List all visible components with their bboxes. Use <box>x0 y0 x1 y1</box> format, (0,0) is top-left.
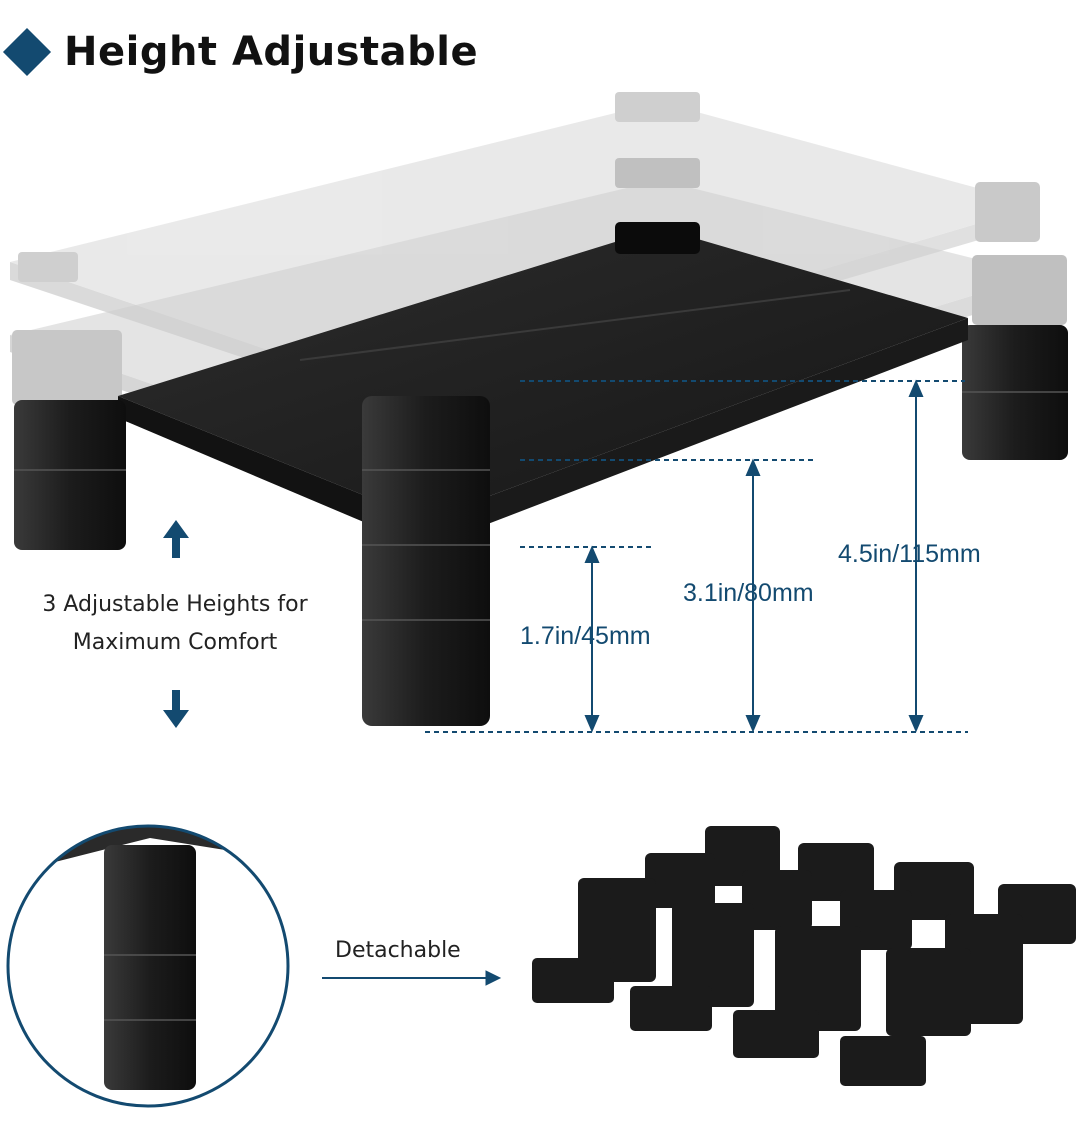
stand-solid <box>14 222 1068 726</box>
leg-closeup-circle <box>6 824 290 1108</box>
height-label-high: 4.5in/115mm <box>838 540 981 568</box>
dimension-lines <box>425 379 968 733</box>
heading-title: Height Adjustable <box>64 29 479 75</box>
height-label-low: 1.7in/45mm <box>520 622 651 650</box>
right-arrow-icon <box>322 970 502 986</box>
detachable-label: Detachable <box>335 938 461 963</box>
height-label-mid: 3.1in/80mm <box>683 579 814 607</box>
heading: Height Adjustable <box>0 22 478 82</box>
feature-caption: 3 Adjustable Heights for Maximum Comfort <box>20 586 330 662</box>
up-arrow-icon <box>163 520 189 558</box>
feature-line-1: 3 Adjustable Heights for <box>42 592 308 617</box>
leg-pieces-grid <box>532 826 1076 1086</box>
down-arrow-icon <box>163 690 189 728</box>
feature-line-2: Maximum Comfort <box>72 630 278 655</box>
